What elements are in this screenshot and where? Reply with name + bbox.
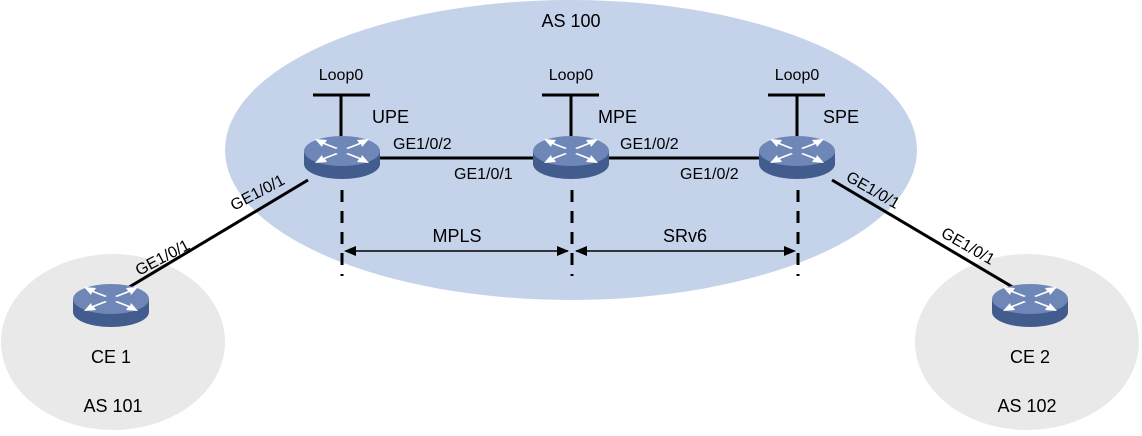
router-icon-ce2 — [992, 284, 1068, 327]
interface-label-spe-left: GE1/0/2 — [680, 166, 739, 183]
srv6-arrow-right — [784, 246, 796, 256]
router-icon-upe — [304, 136, 380, 179]
srv6-arrow-left — [575, 246, 587, 256]
interface-label-upe-right: GE1/0/2 — [393, 136, 452, 153]
link-ce1-upe — [115, 178, 309, 297]
interface-label-mpe-right: GE1/0/2 — [620, 136, 679, 153]
as-101-area — [1, 254, 225, 430]
segment-label-srv6: SRv6 — [663, 226, 707, 246]
loop0-label-mpe: Loop0 — [549, 67, 594, 84]
device-label-ce1: CE 1 — [91, 347, 131, 367]
device-label-ce2: CE 2 — [1010, 347, 1050, 367]
device-label-mpe: MPE — [598, 107, 637, 127]
segment-label-mpls: MPLS — [432, 226, 481, 246]
loop0-label-spe: Loop0 — [775, 67, 820, 84]
mpls-arrow-left — [344, 246, 356, 256]
as-102-label: AS 102 — [997, 396, 1056, 416]
router-icon-ce1 — [73, 284, 149, 327]
as-100-label: AS 100 — [541, 11, 600, 31]
mpls-arrow-right — [557, 246, 569, 256]
router-icon-spe — [759, 136, 835, 179]
as-101-label: AS 101 — [83, 396, 142, 416]
router-icon-mpe — [533, 136, 609, 179]
loop0-label-upe: Loop0 — [319, 67, 364, 84]
interface-label-mpe-left: GE1/0/1 — [454, 166, 513, 183]
as-102-area — [915, 254, 1139, 430]
device-label-upe: UPE — [372, 107, 409, 127]
link-spe-ce2 — [831, 178, 1027, 297]
device-label-spe: SPE — [823, 107, 859, 127]
